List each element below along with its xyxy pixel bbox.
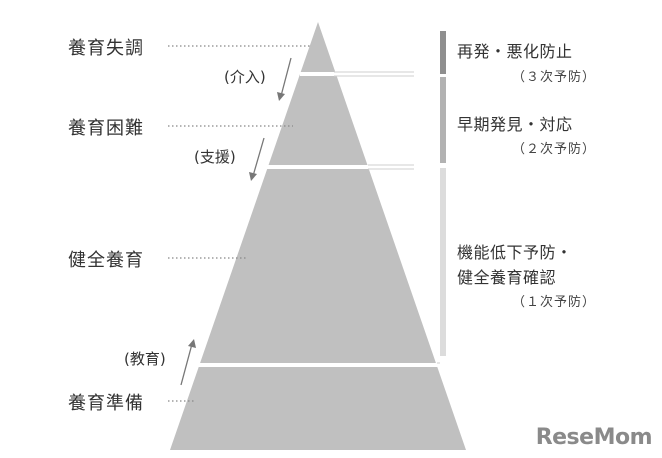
tertiary-sub: （３次予防） [512,70,597,85]
pyramid [170,22,466,450]
bar-secondary [440,77,446,163]
level-label-neglect: 養育失調 [68,38,144,59]
bar-primary [440,168,446,356]
arrow-label-education: (教育) [124,350,166,368]
arrow-down-support [249,137,265,181]
tertiary-title: 再発・悪化防止 [457,42,573,61]
level-label-preparation: 養育準備 [68,393,144,414]
primary-title-line1: 機能低下予防・ [457,243,573,262]
bar-tertiary [440,31,446,74]
secondary-title: 早期発見・対応 [457,115,573,134]
primary-sub: （１次予防） [512,295,597,310]
level-label-difficulty: 養育困難 [68,118,144,139]
arrow-label-intervention: (介入) [224,68,266,86]
arrow-label-support: (支援) [194,148,236,166]
secondary-sub: （２次予防） [512,142,597,157]
arrow-up-education [180,339,196,386]
level-label-healthy: 健全養育 [68,250,144,271]
primary-title-line2: 健全養育確認 [457,268,557,287]
resemom-logo: ReseMom [535,425,653,450]
arrow-down-intervention [277,57,292,101]
